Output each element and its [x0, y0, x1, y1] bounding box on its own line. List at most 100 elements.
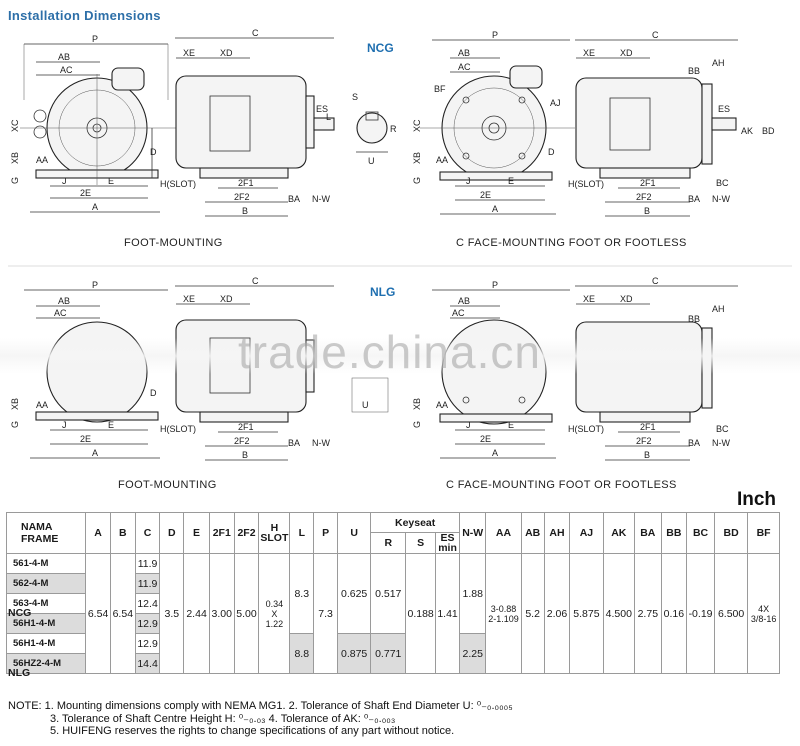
svg-text:AB: AB [58, 296, 70, 306]
dimension-drawings: NCG P AB AC XC XB G AA D J E 2E A [8, 28, 792, 491]
table-row: 56H1-4-M 12.9 8.8 0.875 0.771 2.25 [5, 633, 780, 674]
svg-text:AH: AH [712, 304, 725, 314]
svg-text:BA: BA [688, 438, 700, 448]
svg-text:AC: AC [452, 308, 465, 318]
svg-text:AJ: AJ [550, 98, 561, 108]
svg-text:XE: XE [583, 294, 595, 304]
svg-text:XD: XD [620, 48, 633, 58]
model-cell: 561-4-M [5, 553, 87, 574]
caption-ncg-foot: FOOT-MOUNTING [124, 237, 223, 249]
svg-text:E: E [508, 420, 514, 430]
svg-text:J: J [466, 176, 471, 186]
ncg-shaft-detail: S R U [352, 92, 397, 166]
svg-text:B: B [242, 450, 248, 460]
svg-text:D: D [150, 147, 157, 157]
svg-text:P: P [92, 280, 98, 290]
svg-text:XC: XC [412, 119, 422, 132]
svg-text:AC: AC [54, 308, 67, 318]
svg-text:2F1: 2F1 [640, 422, 656, 432]
svg-text:N-W: N-W [312, 438, 330, 448]
svg-text:B: B [242, 206, 248, 216]
svg-text:B: B [644, 450, 650, 460]
svg-text:N-W: N-W [312, 194, 330, 204]
svg-text:XB: XB [10, 398, 20, 410]
svg-text:BB: BB [688, 314, 700, 324]
svg-text:BA: BA [288, 438, 300, 448]
svg-text:AC: AC [458, 62, 471, 72]
svg-text:AH: AH [712, 58, 725, 68]
svg-text:AC: AC [60, 65, 73, 75]
series-label-ncg: NCG [367, 41, 394, 55]
svg-text:2F1: 2F1 [238, 178, 254, 188]
svg-text:2F1: 2F1 [640, 178, 656, 188]
svg-text:AK: AK [741, 126, 753, 136]
svg-text:B: B [644, 206, 650, 216]
unit-label: Inch [736, 489, 776, 510]
svg-text:E: E [108, 176, 114, 186]
header-frame: NAMA FRAME [5, 512, 87, 554]
table-row: 561-4-M 6.54 6.54 11.9 3.5 2.44 3.00 5.0… [5, 553, 780, 674]
svg-text:XE: XE [183, 294, 195, 304]
notes: NOTE: 1. Mounting dimensions comply with… [8, 700, 788, 738]
svg-text:XB: XB [412, 152, 422, 164]
svg-text:AB: AB [58, 52, 70, 62]
svg-text:G: G [10, 421, 20, 428]
svg-text:E: E [508, 176, 514, 186]
svg-text:ES: ES [718, 104, 730, 114]
svg-text:XB: XB [412, 398, 422, 410]
svg-text:BA: BA [688, 194, 700, 204]
svg-text:AA: AA [36, 155, 48, 165]
svg-text:2E: 2E [80, 434, 91, 444]
svg-text:2F2: 2F2 [234, 436, 250, 446]
svg-text:XD: XD [220, 48, 233, 58]
table-row: 56HZ2-4-M 14.4 [5, 653, 780, 674]
svg-text:L: L [326, 112, 331, 122]
svg-text:C: C [252, 28, 259, 38]
svg-text:BD: BD [762, 126, 775, 136]
svg-text:2E: 2E [480, 190, 491, 200]
svg-text:A: A [92, 202, 98, 212]
note-line-2: 3. Tolerance of Shaft Centre Height H: ⁰… [50, 712, 396, 725]
svg-text:ES: ES [316, 104, 328, 114]
table-series-ncg: NCG [8, 607, 32, 619]
watermark: trade.china.cn [238, 326, 541, 378]
svg-text:G: G [412, 177, 422, 184]
svg-text:2F1: 2F1 [238, 422, 254, 432]
svg-text:XE: XE [183, 48, 195, 58]
svg-text:C: C [652, 276, 659, 286]
svg-text:AA: AA [36, 400, 48, 410]
svg-text:U: U [362, 400, 369, 410]
dim-P: P [92, 34, 98, 44]
svg-text:J: J [62, 420, 67, 430]
svg-text:C: C [652, 30, 659, 40]
svg-text:AB: AB [458, 296, 470, 306]
note-line-3: 5. HUIFENG reserves the rights to change… [50, 725, 455, 737]
svg-text:H(SLOT): H(SLOT) [160, 179, 196, 189]
svg-text:AA: AA [436, 400, 448, 410]
table-row: 56H1-4-M 12.9 [5, 613, 780, 634]
ncg-foot-side-view: C XE XD ES H(SLOT) 2F1 2F2 B BA N-W L [160, 28, 335, 217]
svg-text:E: E [108, 420, 114, 430]
svg-text:AA: AA [436, 155, 448, 165]
svg-text:D: D [150, 388, 157, 398]
svg-text:G: G [10, 177, 20, 184]
svg-text:BB: BB [688, 66, 700, 76]
svg-text:2F2: 2F2 [636, 192, 652, 202]
svg-text:A: A [492, 448, 498, 458]
svg-text:2F2: 2F2 [234, 192, 250, 202]
svg-text:P: P [492, 30, 498, 40]
svg-text:G: G [412, 421, 422, 428]
svg-text:D: D [548, 147, 555, 157]
svg-text:S: S [352, 92, 358, 102]
svg-text:AB: AB [458, 48, 470, 58]
scan-blur [0, 338, 800, 374]
svg-text:BC: BC [716, 178, 729, 188]
nlg-shaft-detail: U [351, 377, 389, 413]
caption-nlg-foot: FOOT-MOUNTING [118, 479, 217, 491]
svg-text:2E: 2E [480, 434, 491, 444]
svg-text:J: J [466, 420, 471, 430]
caption-ncg-cface: C FACE-MOUNTING FOOT OR FOOTLESS [456, 237, 687, 249]
svg-text:U: U [368, 156, 375, 166]
caption-nlg-cface: C FACE-MOUNTING FOOT OR FOOTLESS [446, 479, 677, 491]
